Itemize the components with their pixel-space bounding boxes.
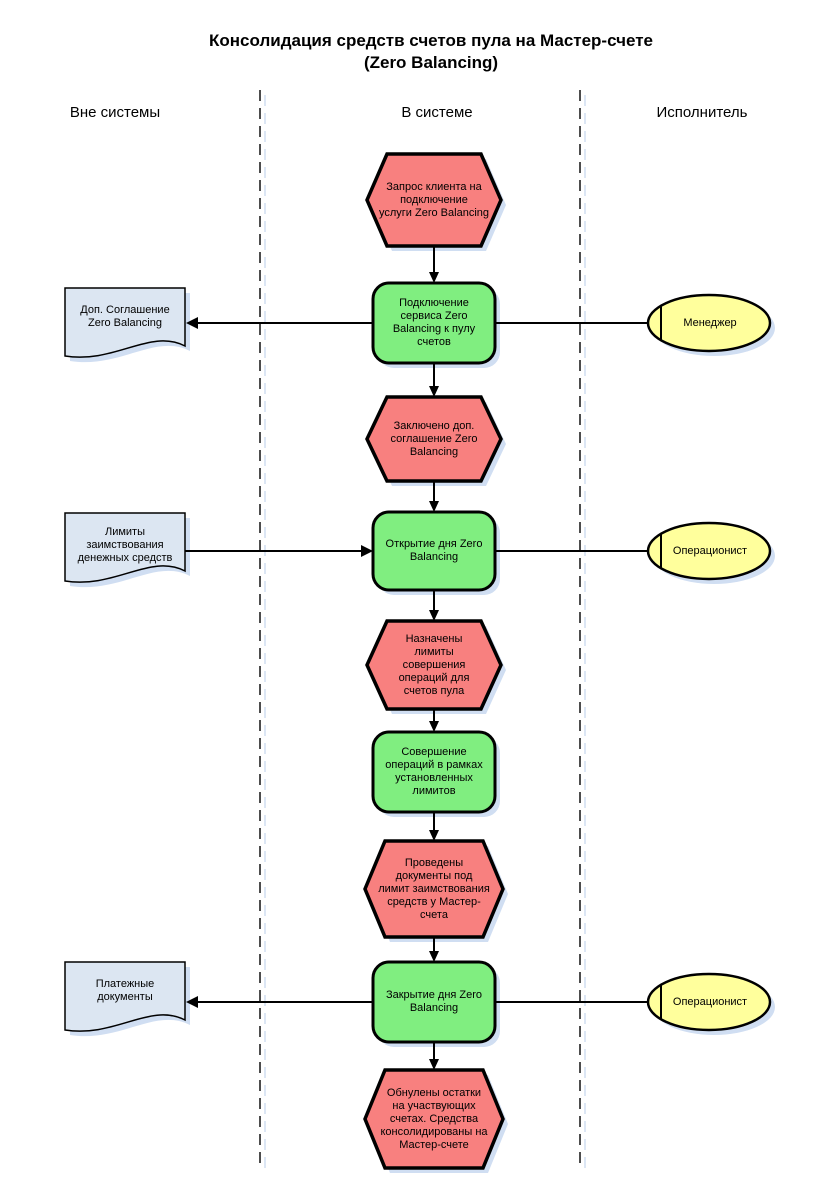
function-1-label: Подключение сервиса Zero Balancing к пул…: [392, 297, 476, 348]
connector-event4-function4: [429, 937, 439, 962]
arrowhead-left-icon: [186, 317, 198, 329]
connector-event3-function3: [429, 709, 439, 732]
role-3-label: Операционист: [672, 995, 748, 1008]
event-1-hexagon: [365, 152, 503, 248]
connector-function3-event4: [429, 812, 439, 841]
arrowhead-right-icon: [361, 545, 373, 557]
document-3-label: Платежные документы: [95, 978, 155, 1003]
arrowhead-down-icon: [429, 1059, 439, 1070]
lane-label-outside-system: Вне системы: [69, 103, 161, 121]
document-2-label: Лимиты заимствования денежных средств: [77, 525, 173, 564]
connector-function1-event2: [429, 363, 439, 397]
function-4-box: [371, 960, 497, 1044]
event-4-label: Проведены документы под лимит заимствова…: [378, 856, 490, 921]
role-3-ellipse: [646, 972, 772, 1032]
connector-function1-to-document1: [186, 317, 373, 329]
role-2-label: Операционист: [672, 544, 748, 557]
connector-function4-to-document3: [186, 996, 373, 1008]
document-2-shape: [64, 512, 186, 583]
document-1-shape: [64, 287, 186, 358]
connector-function4-event5: [429, 1042, 439, 1070]
event-5-label: Обнулены остатки на участвующих счетах. …: [380, 1086, 488, 1151]
arrowhead-left-icon: [186, 996, 198, 1008]
event-3-label: Назначены лимиты совершения операций для…: [398, 632, 470, 697]
event-4-hexagon: [363, 839, 505, 939]
event-3-hexagon: [365, 619, 503, 711]
role-1-label: Менеджер: [683, 316, 737, 329]
function-1-box: [371, 281, 497, 365]
document-3-shape: [64, 961, 186, 1032]
connector-document2-to-function2: [185, 545, 373, 557]
arrowhead-down-icon: [429, 721, 439, 732]
arrowhead-down-icon: [429, 610, 439, 621]
connector-event2-function2: [429, 481, 439, 512]
diagram-title: Консолидация средств счетов пула на Маст…: [209, 31, 653, 72]
function-3-box: [371, 730, 497, 814]
event-2-hexagon: [365, 395, 503, 483]
role-2-ellipse: [646, 521, 772, 581]
function-2-box: [371, 510, 497, 592]
arrowhead-down-icon: [429, 272, 439, 283]
arrowhead-down-icon: [429, 830, 439, 841]
connector-event1-function1: [429, 246, 439, 283]
event-5-hexagon: [363, 1068, 505, 1170]
function-4-label: Закрытие дня Zero Balancing: [385, 989, 483, 1014]
connector-function2-event3: [429, 590, 439, 621]
arrowhead-down-icon: [429, 386, 439, 397]
lane-label-in-system: В системе: [401, 103, 473, 121]
arrowhead-down-icon: [429, 501, 439, 512]
arrowhead-down-icon: [429, 951, 439, 962]
role-1-ellipse: [646, 293, 772, 353]
lane-label-executor: Исполнитель: [656, 103, 748, 121]
function-3-label: Совершение операций в рамках установленн…: [385, 746, 483, 797]
event-1-label: Запрос клиента на подключение услуги Zer…: [379, 180, 489, 219]
event-2-label: Заключено доп. соглашение Zero Balancing: [390, 419, 478, 458]
function-2-label: Открытие дня Zero Balancing: [385, 538, 483, 563]
document-1-label: Доп. Соглашение Zero Balancing: [80, 304, 170, 329]
